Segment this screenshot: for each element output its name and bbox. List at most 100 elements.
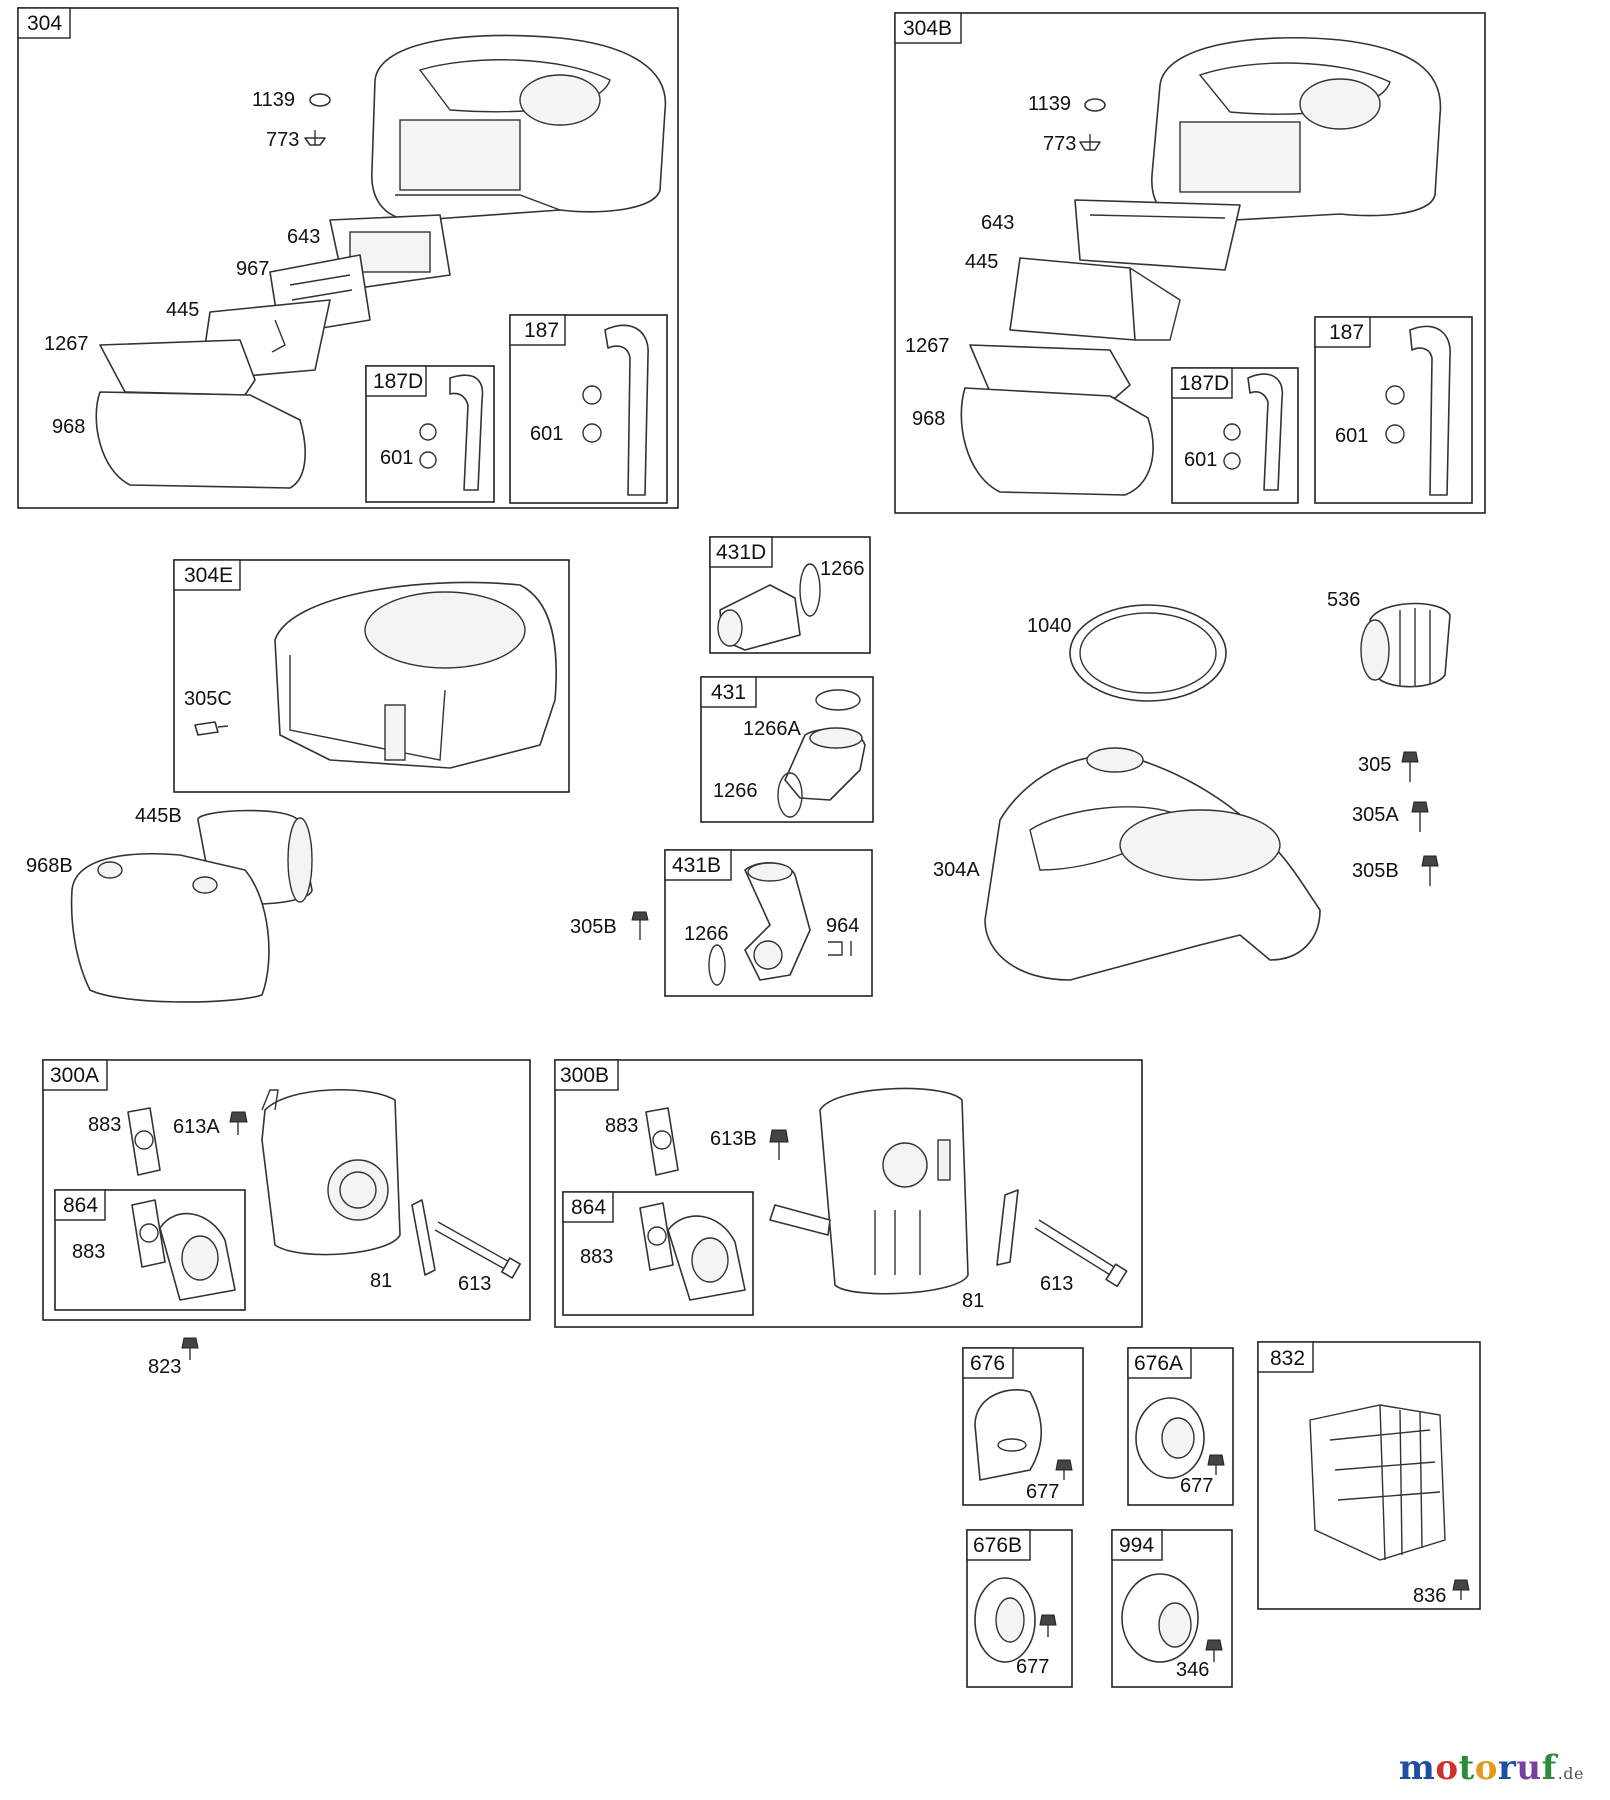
callout-1266-431: 1266 [713,780,758,802]
adapter-864-a [159,1212,236,1301]
callout-1040: 1040 [1027,615,1072,637]
label-187-b: 187 [1329,321,1364,344]
callout-1266-b: 1266 [684,923,729,945]
group-300a: 300A 883 613A 81 613 864 883 [42,1059,531,1321]
callout-773-b: 773 [1043,133,1076,155]
guard-676 [974,1389,1043,1481]
deflector-81-a [411,1199,436,1276]
callout-601-187d-a: 601 [380,447,413,469]
group-304b: 304B 1139 773 643 445 1267 968 187D 601 … [894,12,1486,514]
callout-1139: 1139 [252,89,295,111]
group-300b: 300B 883 613B 81 613 864 883 [554,1059,1143,1328]
tag-994 [1111,1529,1163,1561]
adapter-864-b [667,1215,746,1301]
cover-968-304b [960,387,1154,496]
callout-1267: 1267 [44,333,89,355]
callout-601-187-a: 601 [530,423,563,445]
elbow-431 [784,727,866,801]
callout-643: 643 [287,226,320,248]
tag-676 [962,1347,1014,1379]
washer-1139-304 [309,93,331,107]
group-431d: 431D 1266 [709,536,871,654]
frame-304b [894,12,1486,514]
tag-300b [554,1059,619,1091]
screw-773-304b [1079,134,1101,151]
group-676b: 676B 677 [966,1529,1073,1688]
callout-883-a1: 883 [88,1114,121,1136]
frame-864-b [562,1191,754,1316]
gasket-1266-431b [708,944,726,986]
group-304: 304 1139 773 643 967 445 1267 968 187D 6… [17,7,679,509]
callout-305a: 305A [1352,804,1399,826]
blower-housing-304e [274,581,558,769]
label-304b: 304B [903,17,952,40]
clamp-601-187d-a [419,423,437,469]
muffler-300b [769,1087,969,1295]
blower-housing-304 [371,34,667,221]
frame-300a [42,1059,531,1321]
frame-187-a [509,314,668,504]
callout-601-187d-b: 601 [1184,449,1217,471]
screw-305b-left [631,911,649,940]
label-300b: 300B [560,1064,609,1087]
label-187-a: 187 [524,319,559,342]
tag-187d-a [365,365,427,397]
screw-305b-right [1421,855,1439,886]
label-676b: 676B [973,1534,1022,1557]
screw-677-676b [1039,1614,1057,1637]
group-832: 832 836 [1257,1341,1481,1610]
frame-431b [664,849,873,997]
clamp-601-187-b [1385,385,1405,444]
label-304e: 304E [184,564,233,587]
gasket-1266a [815,689,861,711]
muffler-300a [261,1088,401,1256]
group-676a: 676A 677 [1127,1347,1234,1506]
label-187d-b: 187D [1179,372,1229,395]
screw-677-676 [1055,1459,1073,1480]
callout-773: 773 [266,129,299,151]
tube-187-b [1409,325,1451,496]
callout-445b: 445B [135,805,182,827]
label-431: 431 [711,681,746,704]
screw-346 [1205,1639,1223,1662]
group-431b: 431B 1266 964 [664,849,873,997]
tag-304e [173,559,241,591]
screw-836 [1452,1579,1470,1600]
tag-832 [1257,1341,1314,1373]
screw-823 [181,1337,199,1360]
blower-housing-304a [984,747,1321,981]
label-304: 304 [27,12,62,35]
callout-823: 823 [148,1356,181,1378]
gasket-883-a2 [131,1199,166,1268]
callout-601-187-b: 601 [1335,425,1368,447]
callout-613-b: 613 [1040,1273,1073,1295]
callout-968b: 968B [26,855,73,877]
blower-housing-304b [1151,36,1442,223]
label-864-b: 864 [571,1196,606,1219]
label-300a: 300A [50,1064,99,1087]
bracket-643-304b [1074,199,1241,271]
tag-304 [17,7,71,39]
brand-letter: t [1458,1748,1475,1788]
elbow-431d [717,584,801,651]
tube-187-a [604,324,649,496]
frame-187d-b [1171,367,1299,504]
callout-968: 968 [52,416,85,438]
tag-187-b [1314,316,1371,348]
brand-letter: o [1435,1748,1459,1788]
filter-536 [1360,602,1451,688]
screw-677-676a [1207,1454,1225,1475]
callout-836: 836 [1413,1585,1446,1607]
gasket-1266-431 [777,772,803,818]
ring-1040 [1069,604,1227,702]
frame-431 [700,676,874,823]
tag-300a [42,1059,108,1091]
guard-994 [1121,1573,1199,1663]
callout-1267-b: 1267 [905,335,950,357]
gasket-883-b1 [645,1107,679,1176]
cover-968-304 [95,391,306,489]
group-431: 431 1266A 1266 [700,676,874,823]
tag-187d-b [1171,367,1233,399]
washer-1139-304b [1084,98,1106,112]
